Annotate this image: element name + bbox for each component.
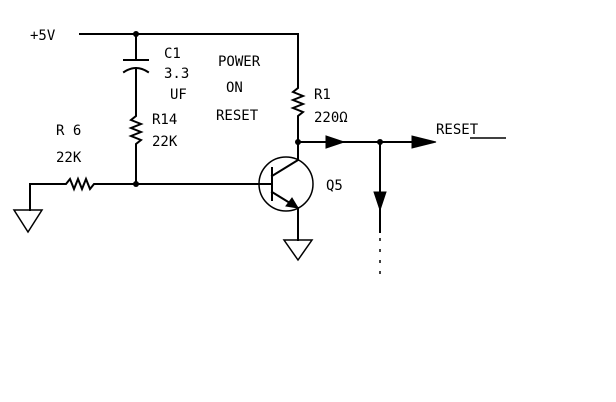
junction-dot xyxy=(295,139,301,145)
transistor-ref: Q5 xyxy=(326,178,343,194)
power-on-reset-line2: ON xyxy=(226,80,243,96)
resistor-r1-ref: R1 xyxy=(314,87,331,103)
resistor-r14-value: 22K xyxy=(152,134,178,150)
ground-symbol-left xyxy=(12,209,44,234)
ground-symbol-right xyxy=(282,239,314,262)
reset-output-label: RESET xyxy=(436,122,479,138)
resistor-r14 xyxy=(128,111,144,185)
junction-dot xyxy=(133,181,139,187)
capacitor-value: 3.3 xyxy=(164,66,189,82)
capacitor-unit: UF xyxy=(170,87,187,103)
resistor-r6-ref: R 6 xyxy=(56,123,81,139)
resistor-r6 xyxy=(61,176,99,192)
capacitor-c1 xyxy=(122,33,150,113)
signal-arrow xyxy=(373,191,387,212)
power-on-reset-line1: POWER xyxy=(218,54,261,70)
signal-arrow xyxy=(325,135,346,149)
resistor-r6-value: 22K xyxy=(56,150,82,166)
power-on-reset-line3: RESET xyxy=(216,108,259,124)
transistor-q5 xyxy=(257,141,314,241)
resistor-r14-ref: R14 xyxy=(152,112,177,128)
signal-arrow xyxy=(411,135,437,149)
resistor-r1-value: 220Ω xyxy=(314,110,348,126)
capacitor-ref: C1 xyxy=(164,46,181,62)
resistor-r1 xyxy=(290,83,306,143)
supply-label: +5V xyxy=(30,28,56,44)
